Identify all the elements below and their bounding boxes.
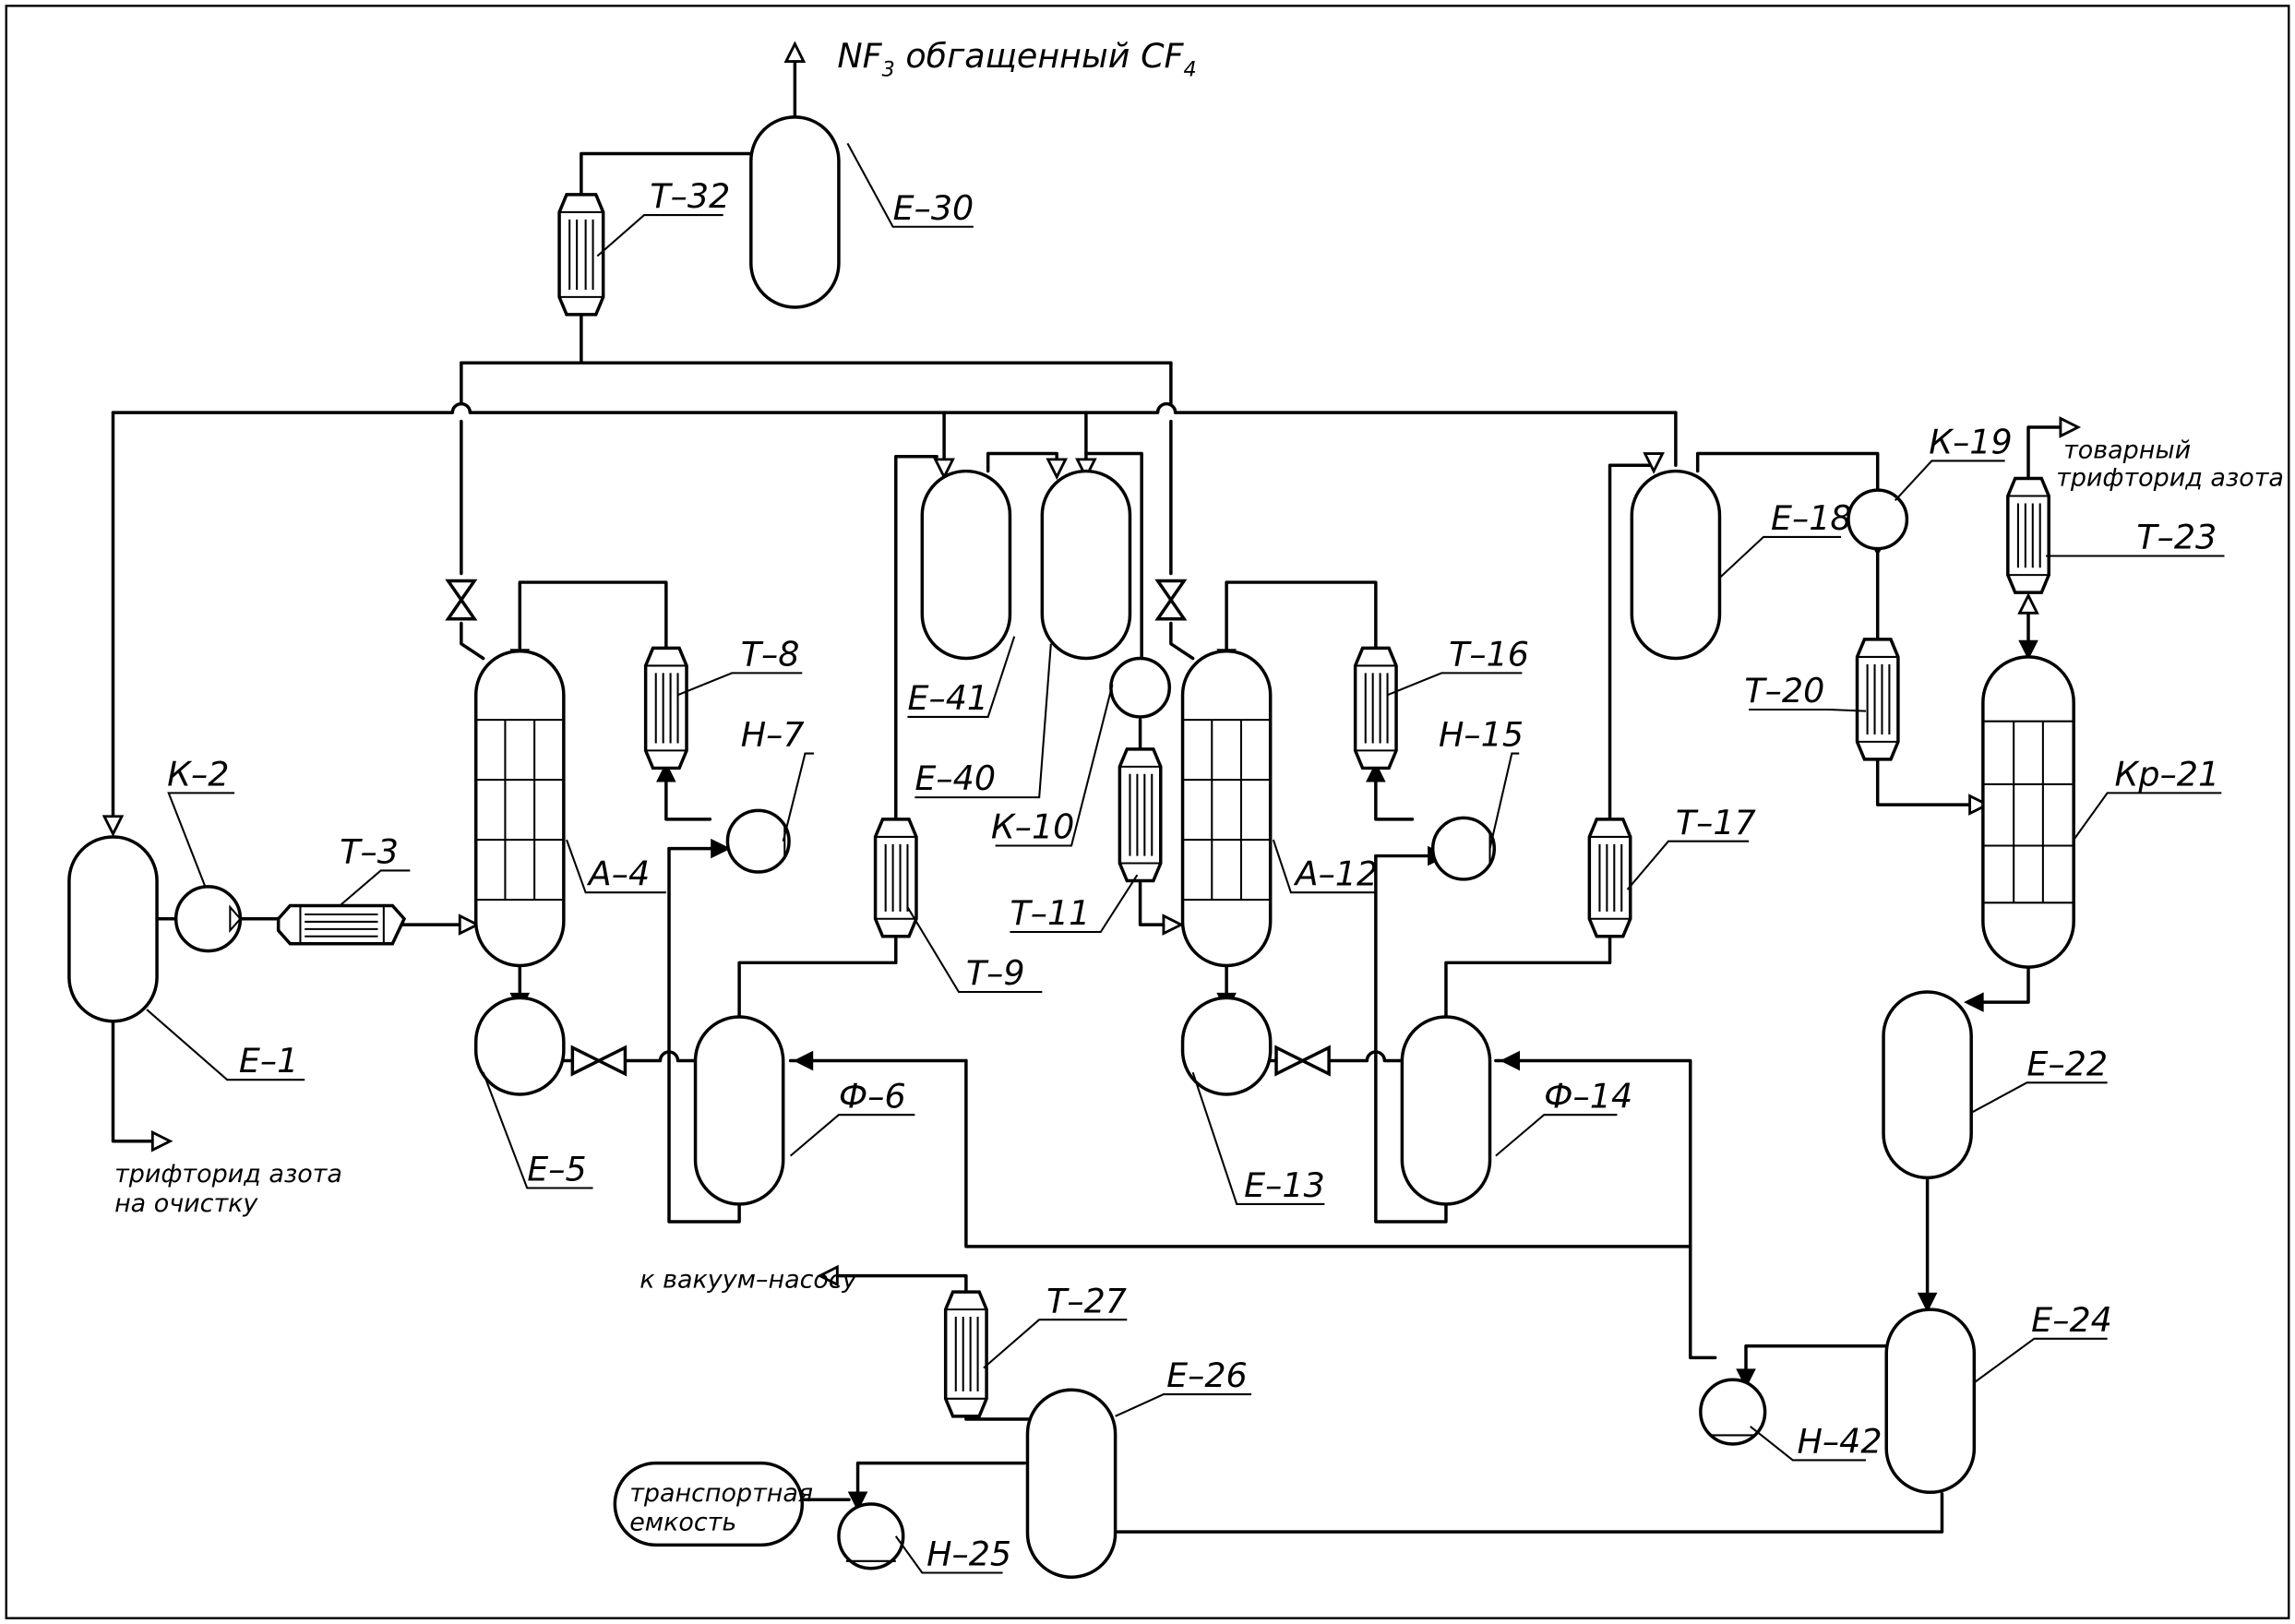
heat-exchanger-t23 (2006, 476, 2050, 594)
compressor-k2 (173, 885, 243, 953)
label-k2: К–2 (167, 754, 229, 794)
label-h15: Н–15 (1439, 715, 1524, 755)
label-e5: Е–5 (527, 1150, 586, 1189)
label-t8: Т–8 (741, 634, 800, 674)
valve-e13 (1274, 1045, 1331, 1077)
label-t20: Т–20 (1744, 671, 1824, 710)
label-e22: Е–22 (2026, 1044, 2108, 1083)
pipelines (111, 54, 2062, 1534)
label-e24: Е–24 (2031, 1300, 2112, 1340)
heat-exchanger-t3 (276, 903, 407, 946)
label-a12: А–12 (1294, 854, 1379, 893)
note-purification-l2: на очистку (114, 1189, 258, 1218)
label-e1: Е–1 (239, 1041, 298, 1081)
pump-h7 (725, 808, 791, 874)
note-top-outlet: NF3 обгащенный CF4 (837, 36, 1196, 82)
vessel-e5 (473, 996, 566, 1096)
pump-h42 (1699, 1378, 1767, 1446)
heat-exchanger-t20 (1855, 638, 1900, 761)
label-t11: Т–11 (1010, 893, 1090, 933)
drawing-frame (5, 5, 2290, 1619)
column-a4 (473, 649, 566, 968)
label-t16: Т–16 (1449, 634, 1529, 674)
label-h25: Н–25 (926, 1534, 1011, 1574)
label-t3: Т–3 (340, 831, 399, 871)
note-product-l1: товарный (2063, 436, 2191, 464)
transport-tank (613, 1461, 805, 1547)
column-a12 (1180, 649, 1273, 968)
label-f14: Ф–14 (1544, 1076, 1632, 1116)
label-t32: Т–32 (650, 176, 730, 216)
pump-h25 (837, 1502, 905, 1570)
label-t17: Т–17 (1676, 803, 1756, 842)
tag-labels: Е–30 Т–32 Е–1 К–2 Т–3 А–4 Е–5 Ф–6 Н–7 Т–… (167, 176, 2219, 1573)
note-transport-l2: емкость (629, 1509, 736, 1537)
valve-a12 (1154, 579, 1188, 621)
vessel-e26 (1025, 1388, 1118, 1579)
vessel-e1 (67, 835, 159, 1023)
filter-f14 (1400, 1015, 1492, 1206)
vessel-e30 (749, 115, 841, 309)
label-h42: Н–42 (1798, 1421, 1883, 1461)
label-k19: К–19 (1929, 423, 2013, 462)
compressor-k19 (1847, 488, 1909, 551)
heat-exchanger-t8 (643, 646, 688, 770)
heat-exchanger-t17 (1587, 818, 1632, 938)
heat-exchanger-t32 (557, 193, 605, 316)
label-t23: Т–23 (2136, 518, 2217, 557)
note-vacuum: к вакуум–насосу (639, 1265, 857, 1294)
label-e18: Е–18 (1771, 498, 1852, 538)
label-e30: Е–30 (893, 188, 974, 228)
vessel-e18 (1630, 469, 1722, 661)
label-f6: Ф–6 (839, 1076, 906, 1116)
heat-exchanger-t27 (943, 1290, 988, 1418)
leader-lines (146, 142, 2225, 1574)
heat-exchanger-t11 (1118, 747, 1163, 883)
label-t27: Т–27 (1046, 1281, 1127, 1320)
vessel-e13 (1180, 996, 1273, 1096)
filter-f6 (693, 1015, 785, 1206)
compressor-k10 (1109, 656, 1172, 719)
label-e40: Е–40 (914, 758, 996, 798)
label-a4: А–4 (587, 854, 650, 893)
label-t9: Т–9 (966, 953, 1025, 993)
pump-h15 (1430, 816, 1497, 881)
vessel-e40 (1040, 469, 1132, 661)
vessel-e41 (920, 469, 1012, 661)
vessel-e24 (1884, 1308, 1977, 1494)
stream-notes: NF3 обгащенный CF4 трифторид азота на оч… (114, 36, 2284, 1537)
heat-exchanger-t16 (1353, 646, 1398, 770)
heat-exchanger-t9 (873, 818, 918, 938)
label-kr21: Кр–21 (2115, 754, 2220, 794)
note-transport-l1: транспортная (629, 1479, 813, 1508)
label-e13: Е–13 (1244, 1165, 1325, 1205)
label-e41: Е–41 (907, 678, 988, 718)
note-purification-l1: трифторид азота (114, 1160, 342, 1188)
label-e26: Е–26 (1166, 1355, 1248, 1395)
crystallizer-kr21 (1981, 655, 2075, 969)
valve-e5 (570, 1045, 628, 1077)
vessel-e22 (1882, 990, 1973, 1180)
note-product-l2: трифторид азота (2056, 463, 2284, 492)
label-h7: Н–7 (741, 715, 805, 755)
label-k10: К–10 (991, 807, 1075, 847)
valve-a4 (445, 579, 478, 621)
